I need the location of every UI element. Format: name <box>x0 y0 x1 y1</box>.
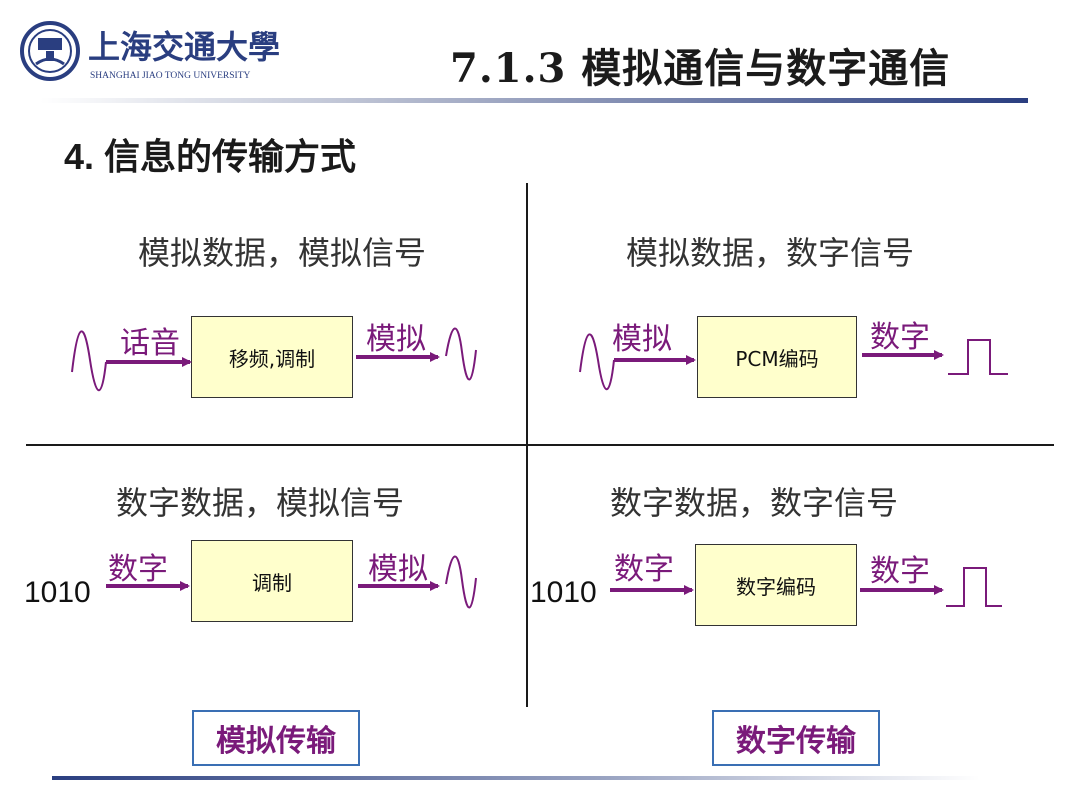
quadrant-title-digital-digital: 数字数据，数字信号 <box>610 484 899 522</box>
quadrant-title-analog-digital: 模拟数据，数字信号 <box>626 234 915 272</box>
input-label-voice: 话音 <box>120 326 180 361</box>
analog-wave-icon <box>71 330 107 392</box>
process-box-digital-encoding: 数字编码 <box>695 544 857 626</box>
input-label-digital: 数字 <box>614 552 674 587</box>
process-box-modulation: 调制 <box>191 540 353 622</box>
footer-divider <box>52 776 980 780</box>
university-logo: 上海交通大學 SHANGHAI JIAO TONG UNIVERSITY <box>18 18 288 88</box>
logo-english-text: SHANGHAI JIAO TONG UNIVERSITY <box>90 71 250 81</box>
input-bits: 1010 <box>24 576 91 609</box>
output-label-analog: 模拟 <box>366 322 426 357</box>
analog-wave-icon <box>445 555 477 609</box>
slide-title: 7.1.3 模拟通信与数字通信 <box>450 45 951 92</box>
section-heading: 4. 信息的传输方式 <box>64 136 357 177</box>
digital-pulse-icon <box>946 567 1002 607</box>
process-box-modulation-shift: 移频,调制 <box>191 316 353 398</box>
analog-wave-icon <box>445 327 477 381</box>
output-label-digital: 数字 <box>870 320 930 355</box>
quadrant-title-digital-analog: 数字数据，模拟信号 <box>116 484 405 522</box>
horizontal-divider <box>26 444 1054 446</box>
header-divider <box>40 98 1028 103</box>
analog-transmission-tag: 模拟传输 <box>192 710 360 766</box>
input-label-digital: 数字 <box>108 552 168 587</box>
analog-wave-icon <box>579 333 615 391</box>
output-label-analog: 模拟 <box>368 552 428 587</box>
output-label-digital: 数字 <box>870 554 930 589</box>
university-seal-icon <box>20 21 80 81</box>
process-box-pcm-encoding: PCM编码 <box>697 316 857 398</box>
logo-chinese-text: 上海交通大學 <box>88 28 280 66</box>
input-bits: 1010 <box>530 576 597 609</box>
quadrant-title-analog-analog: 模拟数据，模拟信号 <box>138 234 427 272</box>
input-label-analog: 模拟 <box>612 322 672 357</box>
digital-transmission-tag: 数字传输 <box>712 710 880 766</box>
digital-pulse-icon <box>948 339 1008 375</box>
